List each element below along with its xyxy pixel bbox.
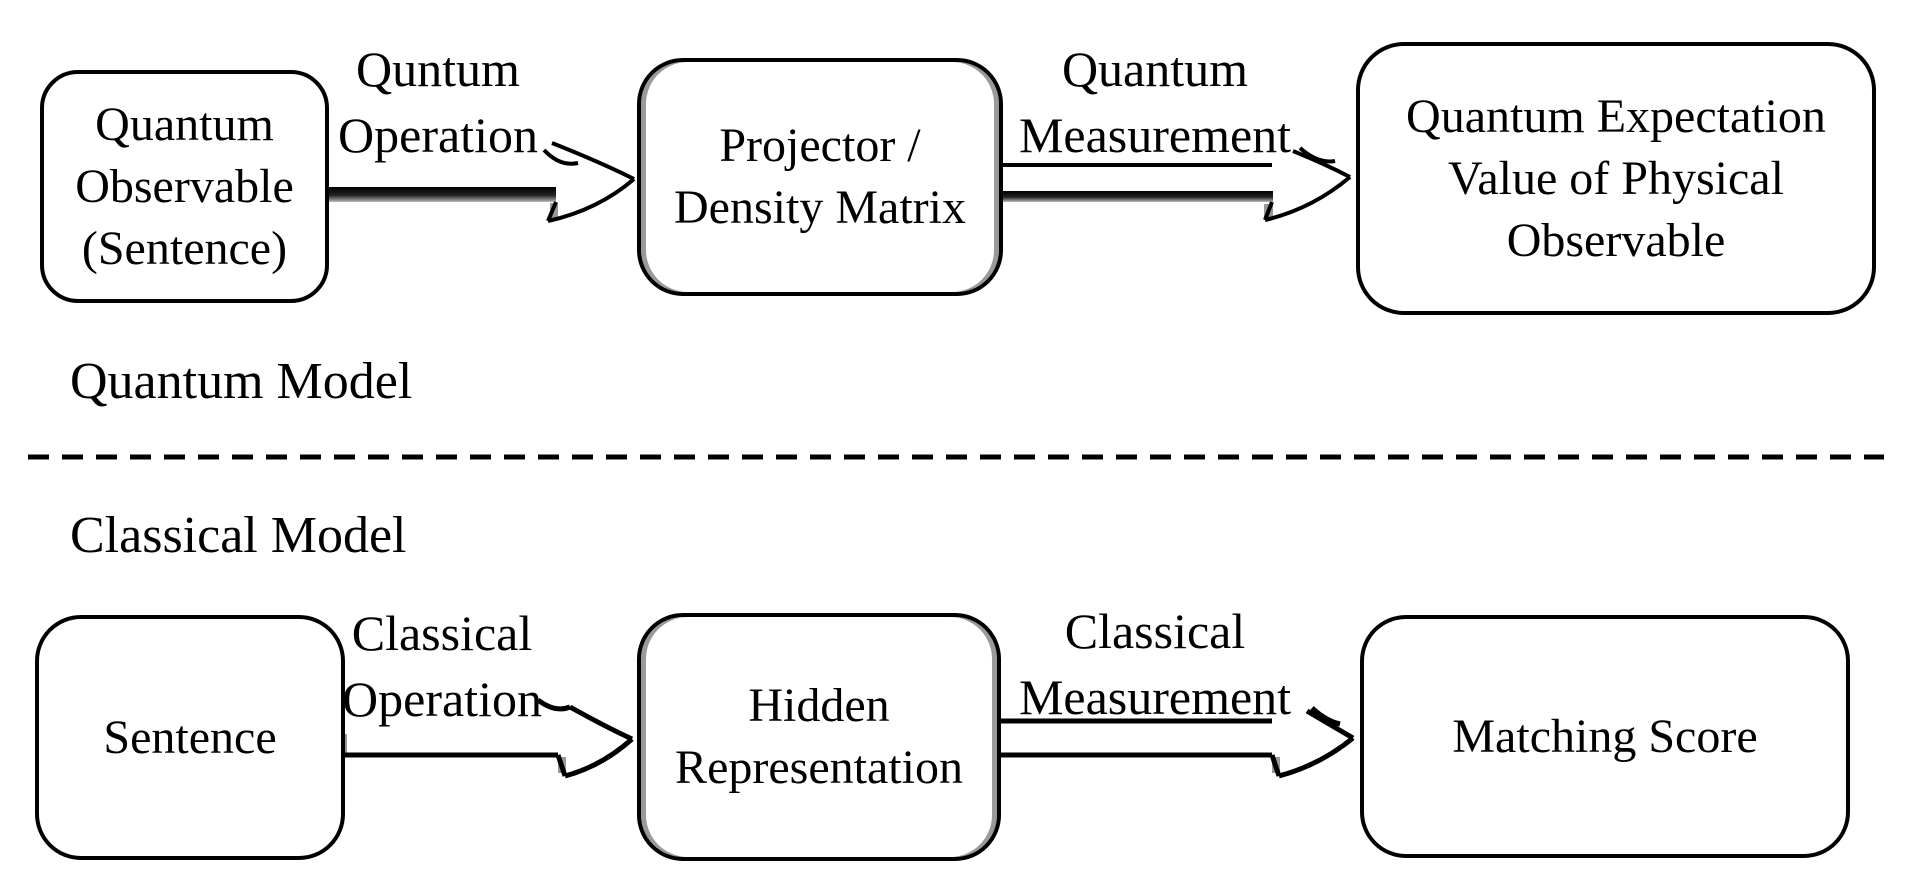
text-line: (Sentence) bbox=[81, 221, 288, 275]
text-line: Density Matrix bbox=[674, 181, 966, 234]
text-line: Quantum bbox=[95, 97, 274, 151]
arrowhead-lower bbox=[564, 737, 634, 779]
text-line: Projector / bbox=[719, 119, 921, 172]
box-text: Sentence bbox=[103, 707, 276, 769]
box-text: Matching Score bbox=[1452, 706, 1757, 768]
text-line: Operation bbox=[342, 671, 542, 727]
arrow-quantum-measurement bbox=[995, 146, 1352, 222]
arrow-quantum-operation bbox=[322, 141, 636, 223]
text-line: Matching Score bbox=[1452, 709, 1758, 763]
arrowhead-upper bbox=[568, 704, 634, 742]
text-line: Observable bbox=[75, 159, 294, 213]
text-line: Classical bbox=[1064, 603, 1246, 659]
label-connector-curl bbox=[536, 697, 571, 712]
arrowhead-lower bbox=[1278, 736, 1355, 779]
text-line: Value of Physical bbox=[1448, 151, 1784, 205]
text-line: Quantum bbox=[1061, 41, 1249, 97]
arrowhead-lower bbox=[547, 177, 636, 223]
text-line: Measurement bbox=[1018, 107, 1292, 163]
label-classical-model: Classical Model bbox=[70, 507, 407, 564]
text-line: Quntum bbox=[356, 41, 520, 97]
text-line: Observable bbox=[1506, 213, 1726, 267]
box-text: Hidden Representation bbox=[675, 675, 963, 799]
box-projector-density-matrix: Projector / Density Matrix bbox=[637, 58, 1003, 296]
arrow-notch bbox=[1263, 201, 1274, 221]
text-line: Hidden bbox=[748, 679, 890, 732]
text-line: Operation bbox=[338, 107, 538, 163]
label-connector-curl bbox=[542, 148, 579, 166]
text-line: Representation bbox=[675, 741, 963, 794]
arrow-notch bbox=[546, 201, 558, 222]
arrow-shaft bbox=[322, 187, 556, 202]
arrow-notch bbox=[1269, 754, 1282, 777]
box-quantum-observable: Quantum Observable (Sentence) bbox=[40, 70, 329, 303]
label-classical-operation: Classical Operation bbox=[342, 600, 542, 732]
arrowhead-upper bbox=[1292, 149, 1351, 179]
box-matching-score: Matching Score bbox=[1360, 615, 1850, 858]
label-classical-measurement: Classical Measurement bbox=[1019, 598, 1291, 730]
box-quantum-expectation: Quantum Expectation Value of Physical Ob… bbox=[1356, 42, 1876, 315]
arrowhead-lower bbox=[1264, 175, 1352, 222]
label-quantum-model: Quantum Model bbox=[70, 353, 413, 410]
box-text: Quantum Observable (Sentence) bbox=[75, 94, 294, 280]
label-quantum-measurement: Quantum Measurement bbox=[1019, 36, 1291, 168]
label-connector-curl bbox=[1298, 146, 1336, 164]
arrowhead-upper bbox=[1305, 708, 1355, 741]
text-line: Classical bbox=[351, 605, 533, 661]
text-line: Sentence bbox=[103, 710, 277, 764]
box-hidden-representation: Hidden Representation bbox=[637, 613, 1001, 861]
arrow-notch bbox=[555, 754, 568, 777]
box-text: Projector / Density Matrix bbox=[674, 115, 966, 239]
arrowhead-upper bbox=[551, 141, 635, 181]
box-text: Quantum Expectation Value of Physical Ob… bbox=[1406, 86, 1826, 272]
box-sentence: Sentence bbox=[35, 615, 345, 860]
text-line: Measurement bbox=[1018, 669, 1292, 725]
arrow-shaft bbox=[995, 191, 1273, 202]
label-quantum-operation: Quntum Operation bbox=[338, 36, 538, 168]
label-connector-curl bbox=[1310, 706, 1341, 727]
text-line: Quantum Expectation bbox=[1406, 89, 1826, 143]
arrow-classical-measurement bbox=[993, 706, 1355, 779]
